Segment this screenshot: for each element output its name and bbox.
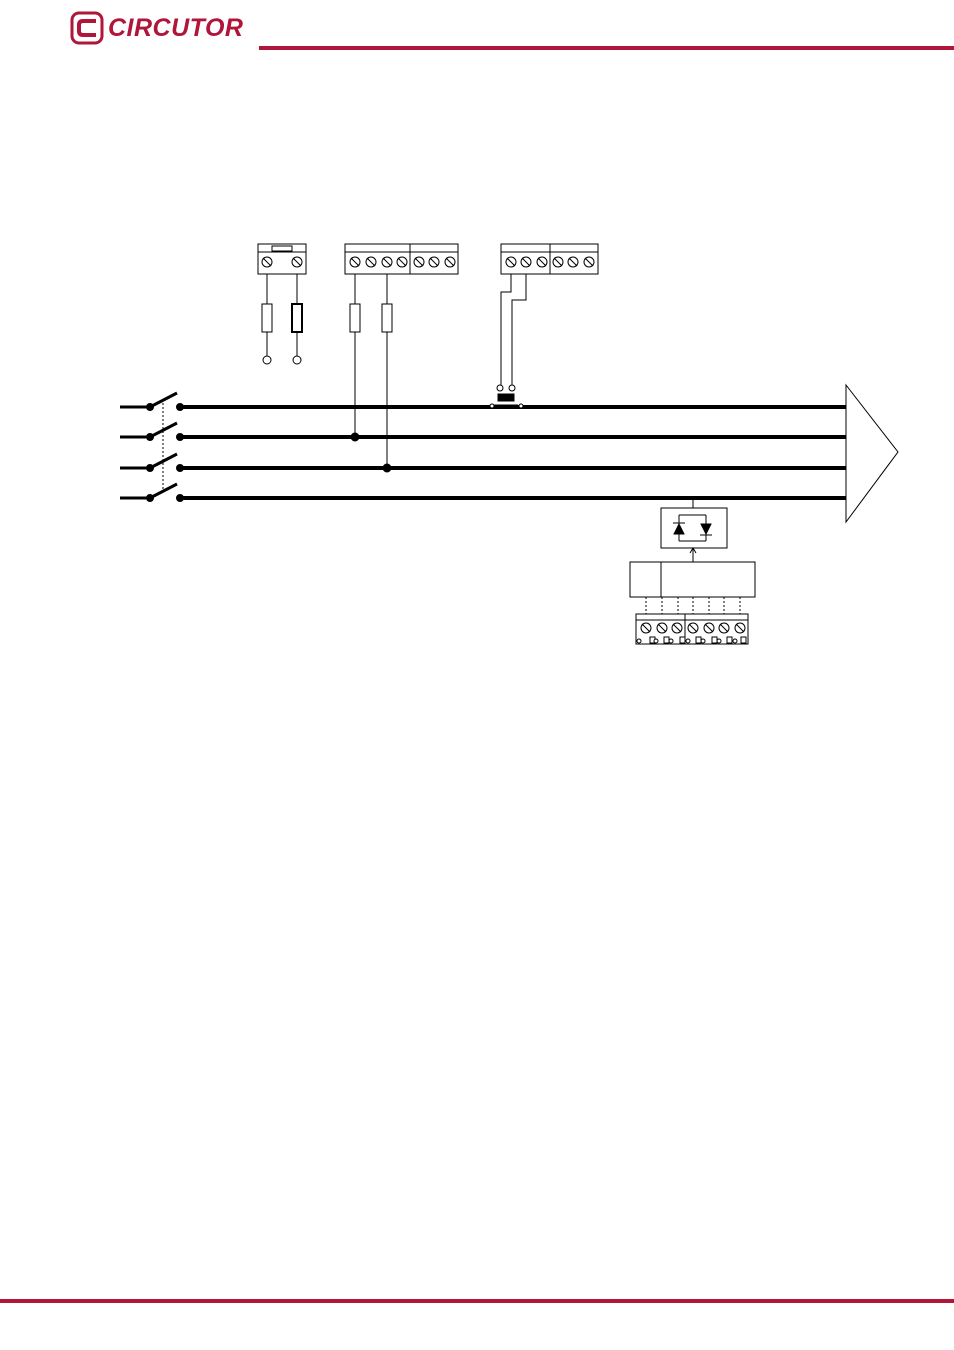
fuse-icon xyxy=(291,303,303,333)
terminal-block-current xyxy=(489,243,599,409)
terminal-block-control xyxy=(635,613,749,645)
fuse-icon xyxy=(261,303,273,333)
wiring-diagram xyxy=(120,243,899,645)
thyristor-module xyxy=(629,498,756,614)
main-switch-group xyxy=(120,391,184,502)
page-header: CIRCUTOR xyxy=(0,0,954,60)
footer-rule xyxy=(0,1299,954,1303)
controller-module xyxy=(629,561,756,598)
terminal-block-supply xyxy=(257,243,307,365)
header-rule xyxy=(259,46,954,50)
circutor-logo-mark-icon xyxy=(70,11,104,45)
current-transformer-icon xyxy=(497,393,515,402)
thyristor-icon xyxy=(673,522,685,535)
terminal-block-voltage xyxy=(344,243,459,473)
fuse-icon xyxy=(349,303,361,333)
thyristor-icon xyxy=(700,523,712,536)
logo-wordmark: CIRCUTOR xyxy=(108,13,244,42)
supply-lines xyxy=(180,405,846,500)
circutor-logo: CIRCUTOR xyxy=(70,10,243,46)
load-arrow xyxy=(845,383,899,524)
fuse-icon xyxy=(381,303,393,333)
